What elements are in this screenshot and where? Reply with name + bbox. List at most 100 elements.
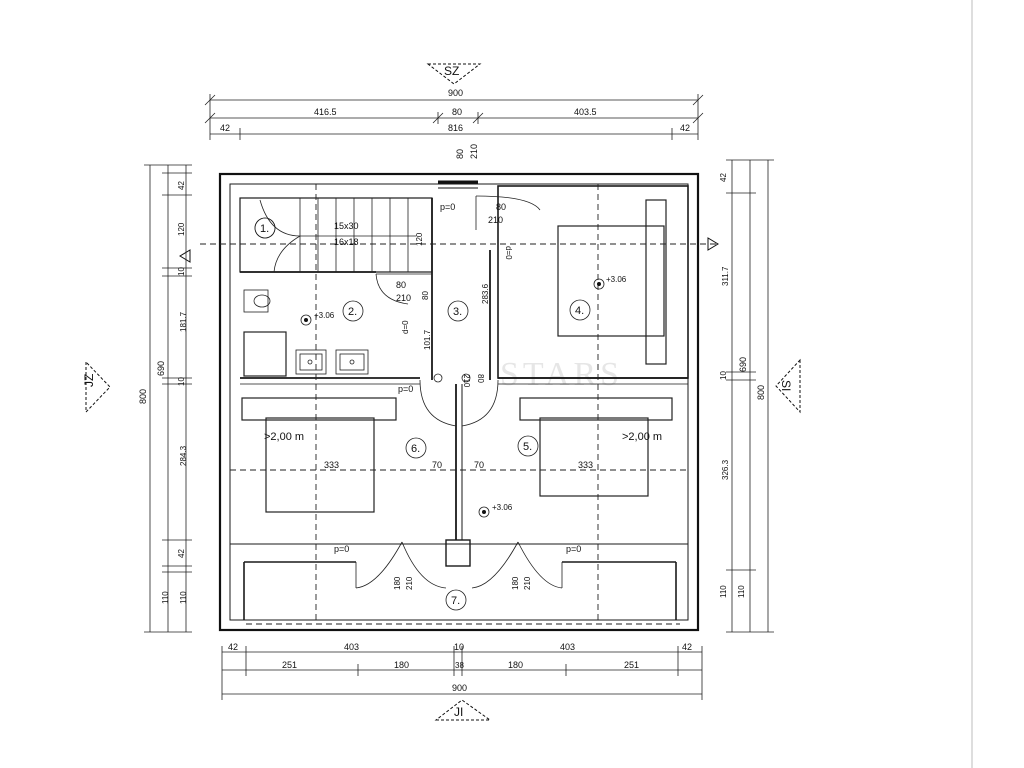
room-5-label: 5. bbox=[523, 441, 532, 453]
terrace-door-left-width: 180 bbox=[393, 576, 402, 590]
room-6-height: >2,00 m bbox=[264, 431, 304, 443]
door-2-side: 80 bbox=[421, 291, 430, 300]
dim-left-seg-7: 42 bbox=[177, 549, 186, 558]
room-2-label: 2. bbox=[348, 306, 357, 318]
walls bbox=[218, 172, 700, 632]
dim-top-seg-3: 403.5 bbox=[574, 107, 597, 117]
threshold-north: p=0 bbox=[440, 202, 455, 212]
staircase bbox=[254, 198, 416, 273]
door-2-height: 210 bbox=[396, 293, 411, 303]
dim-right-seg-5: 110 bbox=[719, 585, 728, 598]
terrace-door-right-height: 210 bbox=[523, 576, 532, 590]
orientation-west-label: JZ bbox=[82, 374, 96, 387]
dim-left-inner: 110 bbox=[161, 591, 170, 604]
dim-right-inner: 110 bbox=[737, 585, 746, 598]
level-label-5: +3.06 bbox=[492, 503, 513, 512]
dim-left bbox=[144, 164, 192, 633]
room-6-label: 6. bbox=[411, 443, 420, 455]
dim-bottom-inner-1: 251 bbox=[282, 660, 297, 670]
level-marker-2 bbox=[300, 314, 312, 326]
bathroom-fixtures bbox=[243, 289, 369, 377]
door-swings bbox=[355, 195, 563, 589]
dim-bottom-inner-4: 180 bbox=[508, 660, 523, 670]
room-markers bbox=[254, 217, 591, 611]
orientation-south: JI bbox=[434, 699, 492, 721]
terrace-door-left-height: 210 bbox=[405, 576, 414, 590]
room-7-label: 7. bbox=[451, 595, 460, 607]
room-1-label: 1. bbox=[260, 223, 269, 235]
threshold-center: p=0 bbox=[398, 384, 413, 394]
dim-bottom-outer-1: 42 bbox=[228, 642, 238, 652]
dim-top-seg-2: 80 bbox=[452, 107, 462, 117]
dim-bottom-inner-5: 251 bbox=[624, 660, 639, 670]
dim-right-mid: 690 bbox=[738, 357, 748, 372]
dim-left-seg-1: 42 bbox=[177, 181, 186, 190]
dim-bottom bbox=[221, 646, 703, 700]
bed-room-4 bbox=[557, 199, 667, 365]
door-2-width: 80 bbox=[396, 280, 406, 290]
stairs-step-1: 15x30 bbox=[334, 221, 359, 231]
dim-bottom-outer-5: 42 bbox=[682, 642, 692, 652]
threshold-terrace-left: p=0 bbox=[334, 544, 349, 554]
dim-bottom-outer-2: 403 bbox=[344, 642, 359, 652]
dim-right-seg-4: 326.3 bbox=[721, 459, 730, 480]
dim-right bbox=[726, 159, 774, 633]
orientation-north-label: SZ bbox=[444, 64, 459, 78]
dim-left-seg-4: 181.7 bbox=[179, 311, 188, 332]
room-5-width: 333 bbox=[578, 460, 593, 470]
orientation-west: JZ bbox=[82, 360, 111, 414]
sill-room-4: d=0 bbox=[504, 246, 513, 260]
dim-right-seg-3: 10 bbox=[719, 371, 728, 380]
door-4-width: 80 bbox=[496, 202, 506, 212]
dim-left-mid: 690 bbox=[156, 361, 166, 376]
orientation-north: SZ bbox=[426, 63, 482, 85]
dim-left-seg-5: 10 bbox=[177, 377, 186, 386]
room-5-door-width: 70 bbox=[474, 460, 484, 470]
sill-bathroom: d=0 bbox=[401, 320, 410, 334]
threshold-terrace-right: p=0 bbox=[566, 544, 581, 554]
bed-room-5 bbox=[519, 397, 673, 497]
dim-top-inner-2: 816 bbox=[448, 123, 463, 133]
corridor-width: 101.7 bbox=[423, 329, 432, 350]
bed-room-6 bbox=[241, 397, 397, 513]
room-6-door-width: 70 bbox=[432, 460, 442, 470]
dim-bottom-outer-4: 403 bbox=[560, 642, 575, 652]
orientation-east-label: SI bbox=[779, 380, 793, 391]
section-lines bbox=[179, 184, 720, 625]
dim-left-seg-3: 10 bbox=[177, 267, 186, 276]
door-4-height: 210 bbox=[488, 215, 503, 225]
level-label-4: +3.06 bbox=[606, 275, 627, 284]
dim-top-inner-3: 42 bbox=[680, 123, 690, 133]
dim-right-outer: 800 bbox=[756, 385, 766, 400]
dim-bottom-inner-2: 180 bbox=[394, 660, 409, 670]
dim-bottom-outer-3: 10 bbox=[454, 642, 464, 652]
dim-top-inner-1: 42 bbox=[220, 123, 230, 133]
dim-120: 120 bbox=[415, 232, 424, 246]
dim-left-seg-6: 284.3 bbox=[179, 445, 188, 466]
orientation-south-label: JI bbox=[454, 705, 463, 719]
level-marker-4 bbox=[593, 278, 605, 290]
dim-left-outer: 800 bbox=[138, 389, 148, 404]
dim-top-seg-1: 416.5 bbox=[314, 107, 337, 117]
dim-left-seg-2: 120 bbox=[177, 222, 186, 236]
dim-right-seg-1: 42 bbox=[719, 173, 728, 182]
terrace-door-right-width: 180 bbox=[511, 576, 520, 590]
room-4-label: 4. bbox=[575, 305, 584, 317]
dim-left-seg-8: 110 bbox=[179, 591, 188, 604]
dim-door-top-height: 210 bbox=[469, 144, 479, 159]
level-marker-5 bbox=[478, 506, 490, 518]
corridor-length: 283.6 bbox=[481, 283, 490, 304]
door-center-height: 210 bbox=[462, 374, 471, 388]
room-3-label: 3. bbox=[453, 306, 462, 318]
dim-top bbox=[204, 94, 704, 140]
dim-right-seg-2: 311.7 bbox=[721, 266, 730, 286]
door-center-width: 80 bbox=[476, 374, 485, 383]
level-label-2: +3.06 bbox=[314, 311, 335, 320]
watermark-text: STARS bbox=[500, 356, 623, 393]
dim-top-total: 900 bbox=[448, 88, 463, 98]
room-5-height: >2,00 m bbox=[622, 431, 662, 443]
dim-door-top-width: 80 bbox=[455, 149, 465, 159]
room-6-width: 333 bbox=[324, 460, 339, 470]
dim-bottom-inner-3: 38 bbox=[455, 661, 464, 670]
